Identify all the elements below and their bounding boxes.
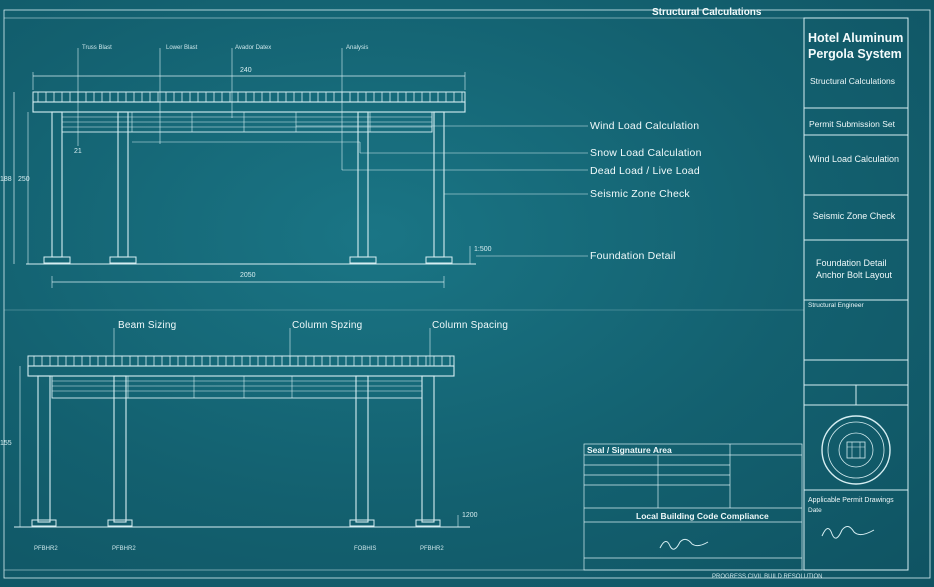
callout-analysis: Analysis [346,45,369,51]
dim-left-a: 188 [0,176,12,183]
seal-signature-header: Seal / Signature Area [587,445,672,455]
footing-tag-3: FOBHIS [354,546,377,552]
dim-bottom-right: 1200 [462,512,478,519]
callout-avador: Avador Datex [235,45,272,51]
label-dead-live-load: Dead Load / Live Load [590,165,700,177]
dim-left-b: 250 [18,176,30,183]
dim-bottom: 2050 [240,272,256,279]
pergola-elevation-top [13,48,588,288]
label-foundation: Foundation Detail [590,250,676,262]
title-block-section-wind: Wind Load Calculation [808,154,900,164]
dim-bottom-left: 155 [0,440,12,447]
pergola-elevation-bottom [14,328,470,528]
dim-top: 240 [240,67,252,74]
callout-beam-sizing: Beam Sizing [118,320,177,331]
title-block-frame [803,17,909,571]
engineer-label: Structural Engineer [808,302,864,309]
applicable-label: Applicable Permit Drawings [808,497,894,504]
footing-tag-1: PFBHR2 [34,546,58,552]
label-wind-load: Wind Load Calculation [590,120,700,132]
callout-column-spacing: Column Spacing [432,320,509,331]
footing-tag-2: PFBHR2 [112,546,136,552]
note-small: 21 [74,148,82,155]
title-block-set-name: Permit Submission Set [809,119,895,129]
label-seismic: Seismic Zone Check [590,188,690,200]
footer-note: PROGRESS CIVIL BUILD RESOLUTION [712,574,823,580]
sheet-border [3,9,931,579]
callout-lower: Lower Blast [166,45,198,51]
code-compliance-title: Local Building Code Compliance [636,511,769,521]
compliance-table [583,443,803,571]
callout-truss: Truss Blast [82,45,112,51]
engineer-seal [821,415,891,485]
title-block-subtitle: Structural Calculations [810,76,896,86]
footing-tag-4: PFBHR2 [420,546,444,552]
applicable-sub: Date [808,507,822,514]
sheet-header-title: Structural Calculations [652,7,762,18]
label-snow-load: Snow Load Calculation [590,147,702,159]
project-title: Hotel Aluminum Pergola System [808,31,904,61]
callout-column-spzing: Column Spzing [292,320,363,331]
dim-right: 1:500 [474,246,492,253]
signature-mark-2 [659,538,709,550]
signature-mark-1 [821,526,875,539]
title-block-section-seismic: Seismic Zone Check [812,211,896,221]
title-block-section-foundation: Foundation Detail Anchor Bolt Layout [816,258,893,280]
